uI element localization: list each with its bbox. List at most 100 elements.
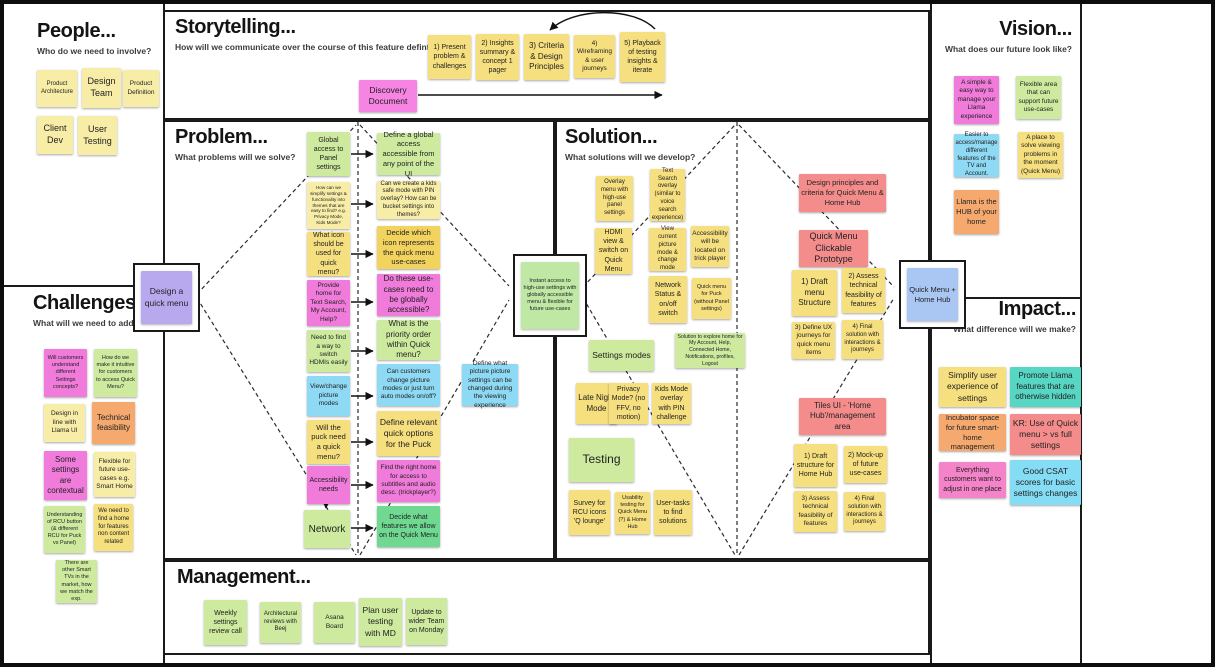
milestone-design-quick-menu[interactable]: Design a quick menu [141, 271, 192, 324]
section-box-storytelling [163, 10, 930, 122]
milestone-quick-menu-home-hub[interactable]: Quick Menu + Home Hub [907, 268, 958, 321]
sticky-note-problem-8[interactable]: Network [304, 510, 350, 548]
sticky-note-impact-4[interactable]: Everything customers want to adjust in o… [939, 462, 1006, 498]
sticky-note-solution-25[interactable]: 3) Assess technical feasibility of featu… [794, 491, 837, 532]
sticky-note-solution-14[interactable]: Usability testing for Quick Menu (?) & H… [615, 492, 650, 534]
sticky-note-management-4[interactable]: Update to wider Team on Monday [406, 598, 447, 645]
sticky-note-problem-6[interactable]: Will the puck need a quick menu? [307, 420, 350, 464]
sticky-note-solution-24[interactable]: 2) Mock-up of future use-cases [844, 446, 887, 483]
sticky-note-storytelling-4[interactable]: 5) Playback of testing insights & iterat… [620, 32, 665, 82]
sticky-note-people-2[interactable]: Product Definition [123, 70, 159, 107]
sticky-note-management-1[interactable]: Architectural reviews with Beej [260, 602, 301, 643]
sticky-note-solution-3[interactable]: View current picture mode & change mode [649, 226, 686, 271]
sticky-note-problem-0[interactable]: Global access to Panel settings [307, 132, 350, 176]
sticky-note-problem-16[interactable]: Find the right home for access to subtit… [377, 460, 440, 502]
sticky-note-storytelling-1[interactable]: 2) Insights summary & concept 1 pager [476, 34, 519, 80]
sticky-note-management-2[interactable]: Asana Board [314, 602, 355, 643]
sticky-note-solution-7[interactable]: Settings modes [589, 340, 654, 371]
sticky-note-vision-0[interactable]: A simple & easy way to manage your Llama… [954, 76, 999, 124]
sticky-note-challenges-6[interactable]: Understanding of RCU button (& different… [44, 506, 85, 553]
sticky-note-people-3[interactable]: Client Dev [37, 116, 73, 154]
sticky-note-challenges-8[interactable]: There are other Smart TVs in the market,… [56, 560, 97, 603]
sticky-note-solution-15[interactable]: User-tasks to find solutions [654, 490, 692, 535]
section-title: Problem... [175, 126, 268, 148]
sticky-note-solution-1[interactable]: Text Search overlay (similar to voice se… [650, 167, 685, 221]
sticky-note-challenges-3[interactable]: Technical feasibility [92, 402, 135, 444]
sticky-note-impact-1[interactable]: Promote Llama features that are otherwis… [1010, 367, 1081, 407]
sticky-note-problem-17[interactable]: Decide what features we allow on the Qui… [377, 506, 440, 547]
sticky-note-impact-0[interactable]: Simplify user experience of settings [939, 367, 1006, 407]
sticky-note-solution-12[interactable]: Testing [569, 438, 634, 482]
sticky-note-storytelling-5[interactable]: Discovery Document [359, 80, 417, 112]
sticky-note-solution-21[interactable]: 4) Final solution with interactions & jo… [842, 320, 883, 359]
sticky-note-solution-10[interactable]: Privacy Mode? (no FFV, no motion) [609, 383, 648, 424]
sticky-note-people-1[interactable]: Design Team [82, 68, 121, 108]
section-divider [1080, 4, 1082, 663]
section-title: Challenges... [33, 292, 152, 314]
sticky-note-solution-5[interactable]: Network Status & on/off switch [649, 276, 687, 323]
sticky-note-problem-14[interactable]: Can customers change picture modes or ju… [377, 364, 440, 406]
sticky-note-vision-2[interactable]: Easier to access/manage different featur… [954, 132, 999, 178]
sticky-note-impact-2[interactable]: Incubator space for future smart-home ma… [939, 413, 1006, 451]
sticky-note-solution-0[interactable]: Overlay menu with high-use panel setting… [596, 176, 633, 221]
milestone-design-quick-menu-box: Design a quick menu [133, 263, 200, 332]
sticky-note-challenges-4[interactable]: Some settings are contextual [44, 451, 87, 500]
sticky-note-storytelling-2[interactable]: 3) Criteria & Design Principles [524, 34, 569, 80]
sticky-note-problem-13[interactable]: What is the priority order within Quick … [377, 319, 440, 360]
section-subtitle: Who do we need to involve? [37, 46, 152, 56]
sticky-note-solution-18[interactable]: 1) Draft menu Structure [792, 270, 837, 316]
sticky-note-solution-17[interactable]: Quick Menu Clickable Prototype [799, 230, 868, 267]
sticky-note-vision-4[interactable]: Llama is the HUB of your home [954, 190, 999, 234]
sticky-note-problem-1[interactable]: How can we simplify settings & functiona… [307, 182, 350, 229]
sticky-note-vision-1[interactable]: Flexible area that can support future us… [1016, 76, 1061, 119]
sticky-note-problem-4[interactable]: Need to find a way to switch HDMIs easil… [307, 330, 350, 372]
sticky-note-solution-20[interactable]: 3) Define UX journeys for quick menu ite… [792, 322, 835, 359]
section-header-management: Management... [177, 566, 311, 589]
sticky-note-solution-26[interactable]: 4) Final solution with interactions & jo… [844, 492, 885, 531]
milestone-instant-access[interactable]: Instant access to high-use settings with… [521, 262, 579, 329]
sticky-note-storytelling-0[interactable]: 1) Present problem & challenges [428, 35, 471, 79]
section-box-problem [163, 118, 555, 560]
section-title: Storytelling... [175, 16, 296, 38]
sticky-note-solution-11[interactable]: Kids Mode overlay with PIN challenge [652, 383, 691, 424]
sticky-note-solution-4[interactable]: Accessibility will be located on trick p… [691, 226, 729, 267]
sticky-note-challenges-0[interactable]: Will customers understand different Sett… [44, 349, 87, 397]
sticky-note-solution-2[interactable]: HDMI view & switch on Quick Menu [595, 228, 632, 274]
section-subtitle: What does our future look like? [944, 44, 1072, 54]
sticky-note-solution-19[interactable]: 2) Assess technical feasibility of featu… [842, 268, 885, 313]
sticky-note-solution-23[interactable]: 1) Draft structure for Home Hub [794, 444, 837, 487]
sticky-note-challenges-2[interactable]: Design in line with Llama UI [44, 404, 85, 442]
section-header-challenges: Challenges... What will we need to addre… [33, 292, 158, 328]
sticky-note-challenges-1[interactable]: How do we make it intuitive for customer… [94, 349, 137, 397]
sticky-note-problem-10[interactable]: Can we create a kids safe mode with PIN … [377, 181, 440, 219]
sticky-note-problem-11[interactable]: Decide which icon represents the quick m… [377, 226, 440, 269]
sticky-note-problem-9[interactable]: Define a global access accessible from a… [377, 130, 440, 178]
sticky-note-solution-13[interactable]: Survey for RCU icons 'Q lounge' [569, 490, 610, 535]
sticky-note-solution-8[interactable]: Solution to explore home for My Account,… [675, 333, 745, 368]
sticky-note-storytelling-3[interactable]: 4) Wireframing & user journeys [574, 35, 615, 78]
sticky-note-people-4[interactable]: User Testing [78, 116, 117, 155]
sticky-note-challenges-7[interactable]: We need to find a home for features non … [94, 504, 133, 551]
sticky-note-solution-22[interactable]: Tiles UI - 'Home Hub'/management area [799, 398, 886, 435]
sticky-note-impact-3[interactable]: KR: Use of Quick menu > vs full settings [1010, 414, 1081, 455]
sticky-note-problem-5[interactable]: View/change picture modes [307, 376, 350, 416]
sticky-note-management-3[interactable]: Plan user testing with MD [359, 598, 402, 646]
section-subtitle: How will we communicate over the course … [175, 42, 448, 52]
sticky-note-problem-15[interactable]: Define relevant quick options for the Pu… [377, 411, 440, 456]
sticky-note-people-0[interactable]: Product Architecture [37, 70, 77, 107]
sticky-note-problem-3[interactable]: Provide home for Text Search, My Account… [307, 280, 350, 326]
sticky-note-problem-2[interactable]: What icon should be used for quick menu? [307, 232, 350, 276]
sticky-note-impact-5[interactable]: Good CSAT scores for basic settings chan… [1010, 460, 1081, 505]
section-header-solution: Solution... What solutions will we devel… [565, 126, 695, 162]
section-header-impact: Impact... What difference will we make? [930, 298, 1076, 334]
sticky-note-solution-16[interactable]: Design principles and criteria for Quick… [799, 174, 886, 212]
sticky-note-problem-18[interactable]: Define what picture picture settings can… [462, 360, 518, 409]
sticky-note-problem-12[interactable]: Do these use-cases need to be globally a… [377, 274, 440, 316]
section-subtitle: What solutions will we develop? [565, 152, 696, 162]
sticky-note-challenges-5[interactable]: Flexible for future use-cases e.g. Smart… [94, 452, 135, 497]
sticky-note-vision-3[interactable]: A place to solve viewing problems in the… [1018, 132, 1063, 178]
sticky-note-solution-6[interactable]: Quick menu for Puck (without Panel setti… [692, 278, 731, 319]
sticky-note-management-0[interactable]: Weekly settings review call [204, 600, 247, 645]
sticky-note-problem-7[interactable]: Accessibility needs [307, 466, 350, 504]
